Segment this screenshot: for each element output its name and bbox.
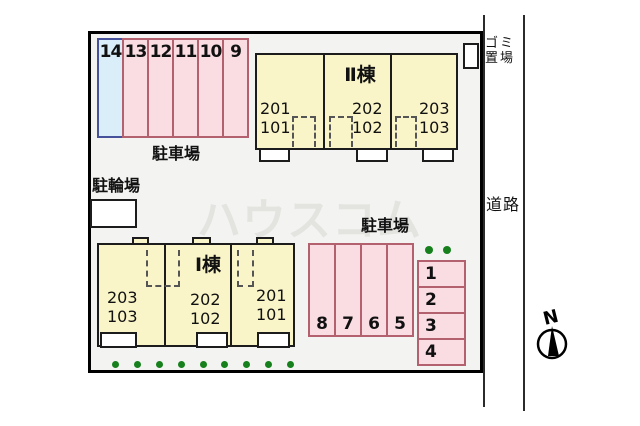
garbage-label: ゴミ 置場 [485, 36, 515, 66]
stair-symbol [146, 250, 180, 287]
building-2-unit-202-102: 202 102 [352, 99, 383, 137]
parking-space-number: 12 [149, 42, 173, 62]
building-1-unit-divider [164, 243, 166, 347]
unit-upper-number: 203 [419, 99, 450, 118]
stair-symbol [329, 116, 353, 147]
parking-space-number: 10 [199, 42, 223, 62]
building-2-unit-divider [390, 53, 392, 150]
parking-space-9: 9 [222, 38, 249, 138]
building-2-porch [422, 148, 454, 162]
parking-space-number: 9 [230, 42, 242, 62]
building-2-title: Ⅱ棟 [344, 64, 376, 86]
parking-area-mid: 8 7 6 5 [308, 243, 414, 337]
parking-space-number: 11 [174, 42, 198, 62]
building-1-unit-divider [230, 243, 232, 347]
unit-upper-number: 201 [256, 286, 287, 305]
building-1-porch [196, 332, 228, 348]
parking-top-label: 駐車場 [151, 144, 200, 163]
unit-lower-number: 103 [107, 307, 138, 326]
parking-space-8: 8 [310, 245, 336, 335]
green-dot [425, 246, 433, 254]
building-1-unit-201-101: 201 101 [256, 286, 287, 324]
parking-space-3: 3 [419, 314, 464, 340]
unit-lower-number: 102 [352, 118, 383, 137]
garbage-box [463, 43, 479, 69]
building-1-outline [97, 243, 295, 347]
building-1-unit-202-102: 202 102 [190, 290, 221, 328]
building-1-roof-bump [256, 237, 274, 245]
green-dot [221, 361, 228, 368]
compass-icon: N [536, 306, 568, 360]
unit-lower-number: 103 [419, 118, 450, 137]
building-2-unit-201-101: 201 101 [260, 99, 291, 137]
road-label: 道路 [486, 195, 521, 214]
bicycle-parking-box [90, 199, 137, 228]
building-2-porch [259, 148, 290, 162]
building-1-porch [100, 332, 137, 348]
parking-area-right: 1 2 3 4 [417, 260, 466, 366]
stair-symbol [395, 116, 417, 147]
parking-space-6: 6 [362, 245, 388, 335]
unit-lower-number: 102 [190, 309, 221, 328]
unit-upper-number: 201 [260, 99, 291, 118]
building-1-title: Ⅰ棟 [194, 254, 222, 276]
parking-space-number: 13 [124, 42, 148, 62]
green-dot [134, 361, 141, 368]
building-2-unit-203-103: 203 103 [419, 99, 450, 137]
unit-lower-number: 101 [256, 305, 287, 324]
parking-space-13: 13 [122, 38, 149, 138]
parking-space-11: 11 [172, 38, 199, 138]
parking-space-1: 1 [419, 262, 464, 288]
parking-space-14: 14 [97, 38, 124, 138]
parking-space-7: 7 [336, 245, 362, 335]
compass-north-label: N [541, 306, 561, 330]
green-dot [200, 361, 207, 368]
unit-lower-number: 101 [260, 118, 291, 137]
unit-upper-number: 202 [190, 290, 221, 309]
building-1-porch [257, 332, 290, 348]
green-dot [443, 246, 451, 254]
green-dot [156, 361, 163, 368]
parking-space-12: 12 [147, 38, 174, 138]
watermark: ハウスコム [197, 195, 422, 246]
parking-bottom-label: 駐車場 [361, 216, 410, 235]
garbage-label-line2: 置場 [485, 51, 516, 66]
building-1-roof-bump [132, 237, 149, 245]
compass-needle [548, 326, 559, 356]
road-outer-edge-line [523, 15, 525, 411]
green-dot [112, 361, 119, 368]
building-1-unit-203-103: 203 103 [107, 288, 138, 326]
parking-space-4: 4 [425, 342, 437, 362]
building-1-roof-bump [192, 237, 211, 245]
parking-space-number: 14 [99, 42, 123, 62]
parking-space-5: 5 [394, 314, 406, 334]
site-road-boundary-line [483, 15, 485, 407]
unit-upper-number: 202 [352, 99, 383, 118]
green-dot [265, 361, 272, 368]
green-dot [243, 361, 250, 368]
stair-symbol [292, 116, 316, 147]
building-2-porch [356, 148, 388, 162]
green-dot [178, 361, 185, 368]
bicycle-parking-label: 駐輪場 [92, 176, 141, 195]
garbage-label-line1: ゴミ [485, 36, 516, 51]
stair-symbol [237, 250, 254, 287]
parking-space-2: 2 [419, 288, 464, 314]
building-2-unit-divider [323, 53, 325, 150]
green-dot [287, 361, 294, 368]
unit-upper-number: 203 [107, 288, 138, 307]
parking-space-10: 10 [197, 38, 224, 138]
